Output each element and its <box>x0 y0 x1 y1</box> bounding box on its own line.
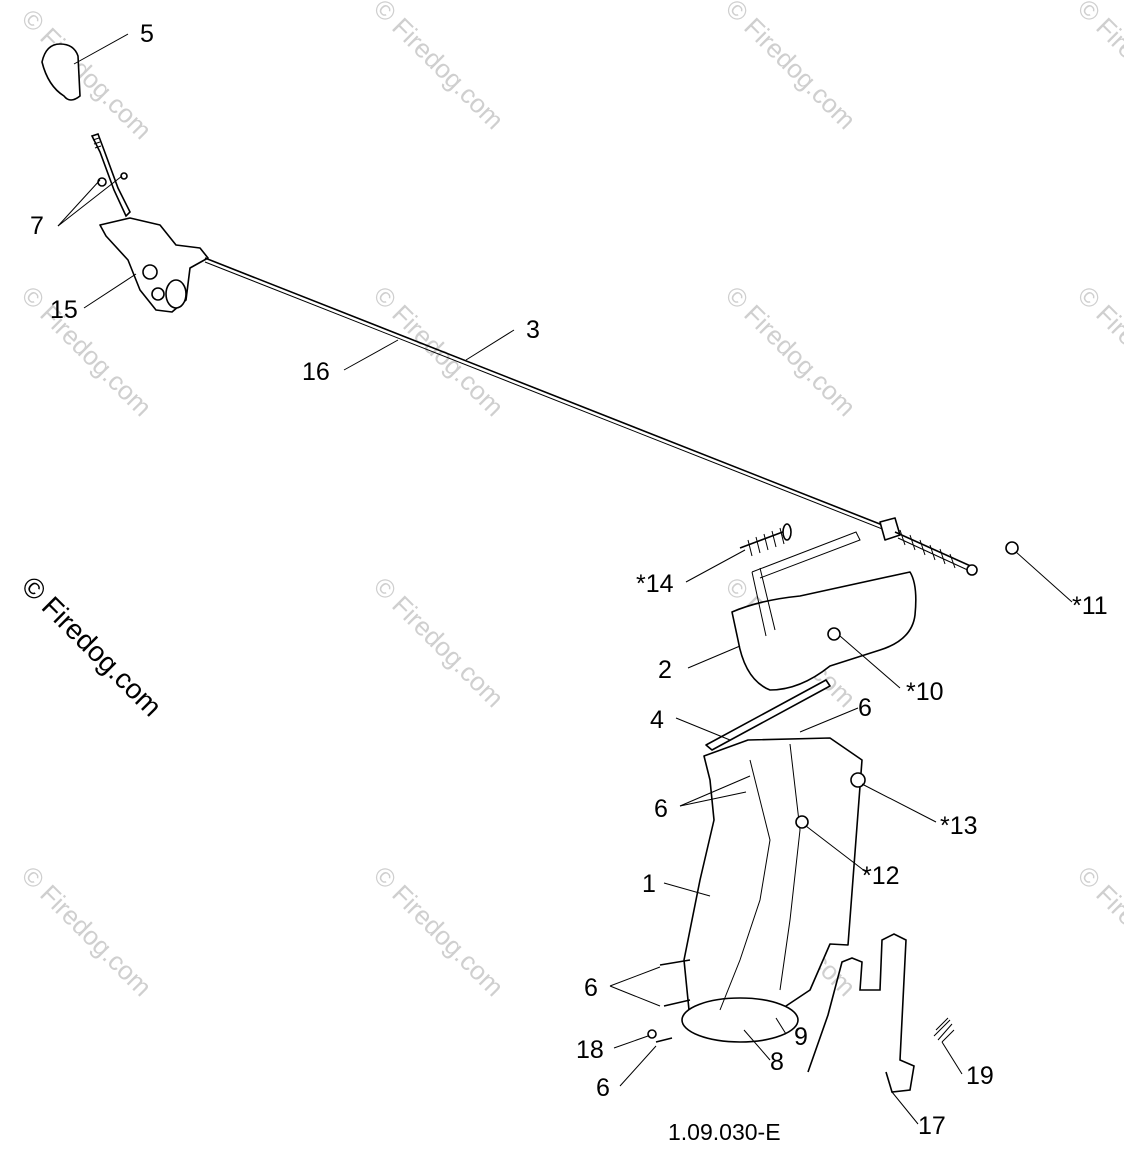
callout-label: 1 <box>642 870 656 898</box>
chute-part <box>681 737 863 1043</box>
callout-label: 4 <box>650 706 664 734</box>
watermark-layer: © Firedog.com © Firedog.com © Firedog.co… <box>16 0 1124 1002</box>
watermark: © Firedog.com <box>720 0 862 135</box>
plate-part <box>705 679 831 751</box>
nut-11-part <box>1005 541 1019 555</box>
nut-13-part <box>850 772 866 788</box>
callout-label: 9 <box>794 1023 808 1051</box>
leader-lines <box>57 33 1073 1125</box>
callout-label: 8 <box>770 1048 784 1076</box>
callout-label: 18 <box>576 1036 604 1064</box>
callout-label: 3 <box>526 316 540 344</box>
watermark: © Firedog.com <box>1072 280 1124 422</box>
callout-label: *13 <box>940 812 978 840</box>
deflector-part <box>731 531 917 691</box>
knob-part <box>41 43 81 101</box>
callout-label: 6 <box>654 795 668 823</box>
callout-label: 6 <box>596 1074 610 1102</box>
watermark: © Firedog.com <box>368 571 510 713</box>
callout-label: 7 <box>30 212 44 240</box>
callout-labels: 5 7 15 16 3 *14 *11 2 *10 4 6 6 *13 *12 … <box>30 20 1108 1140</box>
watermark: © Firedog.com <box>1072 860 1124 1002</box>
callout-label: *12 <box>862 862 900 890</box>
spring-19-part <box>933 1017 955 1043</box>
callout-label: 19 <box>966 1062 994 1090</box>
watermark: © Firedog.com <box>16 3 158 145</box>
watermark: © Firedog.com <box>16 280 158 422</box>
callout-label: *14 <box>636 570 674 598</box>
callout-label: 5 <box>140 20 154 48</box>
callout-label: 17 <box>918 1112 946 1140</box>
callout-label: *10 <box>906 678 944 706</box>
shift-cable <box>204 257 978 576</box>
watermark: © Firedog.com <box>1072 0 1124 135</box>
watermark: © Firedog.com <box>16 860 158 1002</box>
watermark: © Firedog.com <box>368 860 510 1002</box>
control-lever-assembly <box>90 132 209 313</box>
callout-label: 6 <box>584 974 598 1002</box>
drawing-number: 1.09.030-E <box>668 1119 781 1145</box>
watermark: © Firedog.com <box>368 280 510 422</box>
callout-label: 16 <box>302 358 330 386</box>
watermark: © Firedog.com <box>368 0 510 135</box>
callout-label: 15 <box>50 296 78 324</box>
callout-label: *11 <box>1072 592 1108 620</box>
spring-part <box>739 523 792 557</box>
washer-part <box>647 1029 657 1039</box>
watermark: © Firedog.com <box>16 570 168 722</box>
callout-label: 2 <box>658 656 672 684</box>
watermark: © Firedog.com <box>720 280 862 422</box>
bolt-part <box>655 959 691 1043</box>
rod-part <box>807 933 915 1093</box>
callout-label: 6 <box>858 694 872 722</box>
